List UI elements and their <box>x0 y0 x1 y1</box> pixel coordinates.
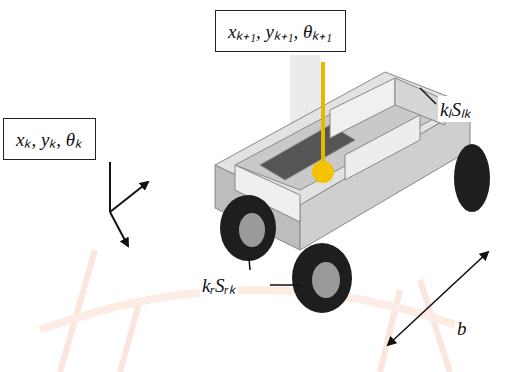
dimension-arrow <box>388 252 488 345</box>
part-label: b <box>455 318 469 340</box>
leader-lines <box>249 88 436 285</box>
part-label: kᵣSᵣₖ <box>200 272 238 298</box>
coordinate-frame <box>110 162 148 246</box>
robot-body <box>215 72 470 250</box>
watermark <box>40 19 470 372</box>
pose-text: xₖ, yₖ, θₖ <box>16 126 82 152</box>
center-marker <box>312 62 334 183</box>
state-box: xₖ₊₁, yₖ₊₁, θₖ₊₁ <box>215 10 346 52</box>
pose-text: xₖ₊₁, yₖ₊₁, θₖ₊₁ <box>228 18 332 44</box>
part-label: kₗSₗₖ <box>438 96 473 122</box>
state-box: xₖ, yₖ, θₖ <box>3 118 96 160</box>
